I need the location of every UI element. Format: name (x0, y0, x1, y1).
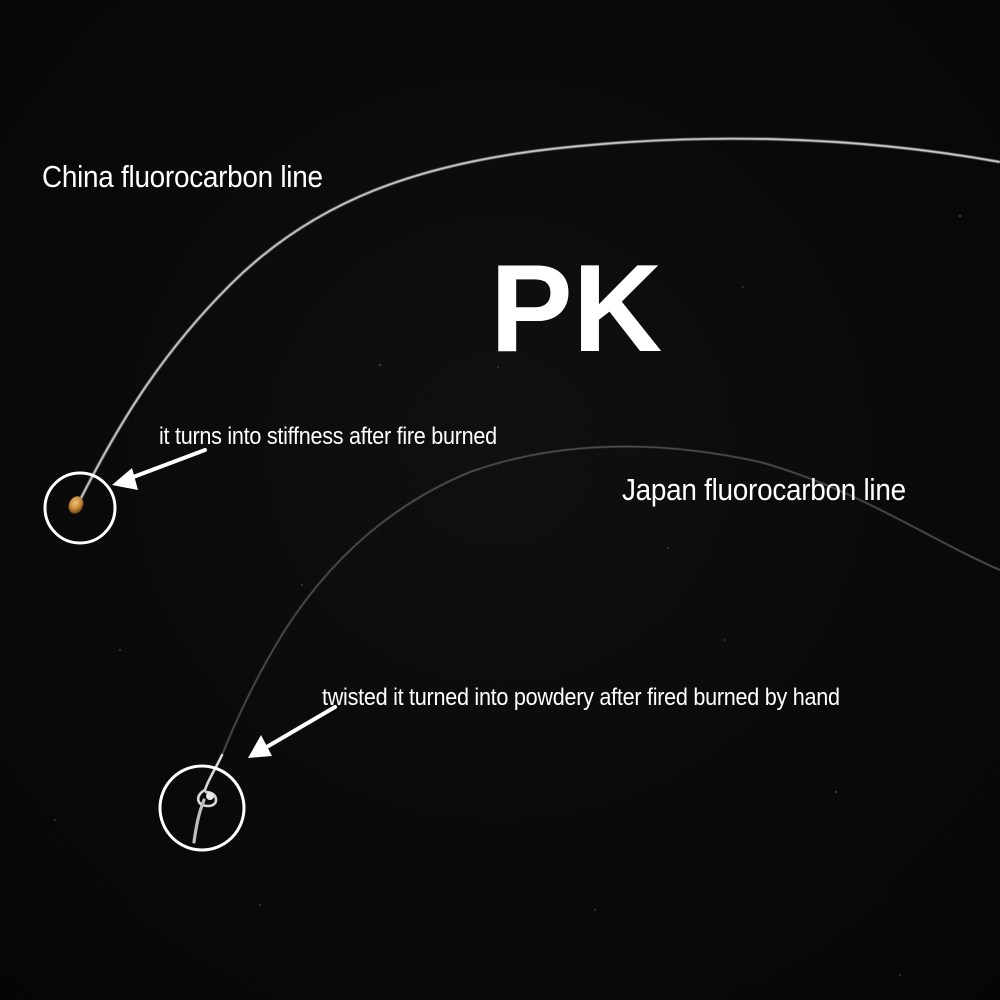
china-line-note: it turns into stiffness after fire burne… (159, 423, 497, 450)
china-line-strand (79, 137, 1000, 501)
pk-title: PK (490, 240, 663, 378)
china-arrow (112, 448, 207, 490)
dust-specks (54, 214, 962, 976)
china-line-label: China fluorocarbon line (42, 159, 323, 194)
japan-line-strand (221, 445, 1000, 756)
japan-arrow (248, 705, 337, 758)
japan-line-note: twisted it turned into powdery after fir… (322, 684, 840, 711)
china-line-burned-tip (68, 496, 84, 514)
japan-line-label: Japan fluorocarbon line (622, 472, 906, 507)
china-tip-marker-circle (43, 471, 117, 545)
japan-line-twisted-end (192, 753, 224, 844)
japan-tip-marker-circle (158, 764, 246, 852)
